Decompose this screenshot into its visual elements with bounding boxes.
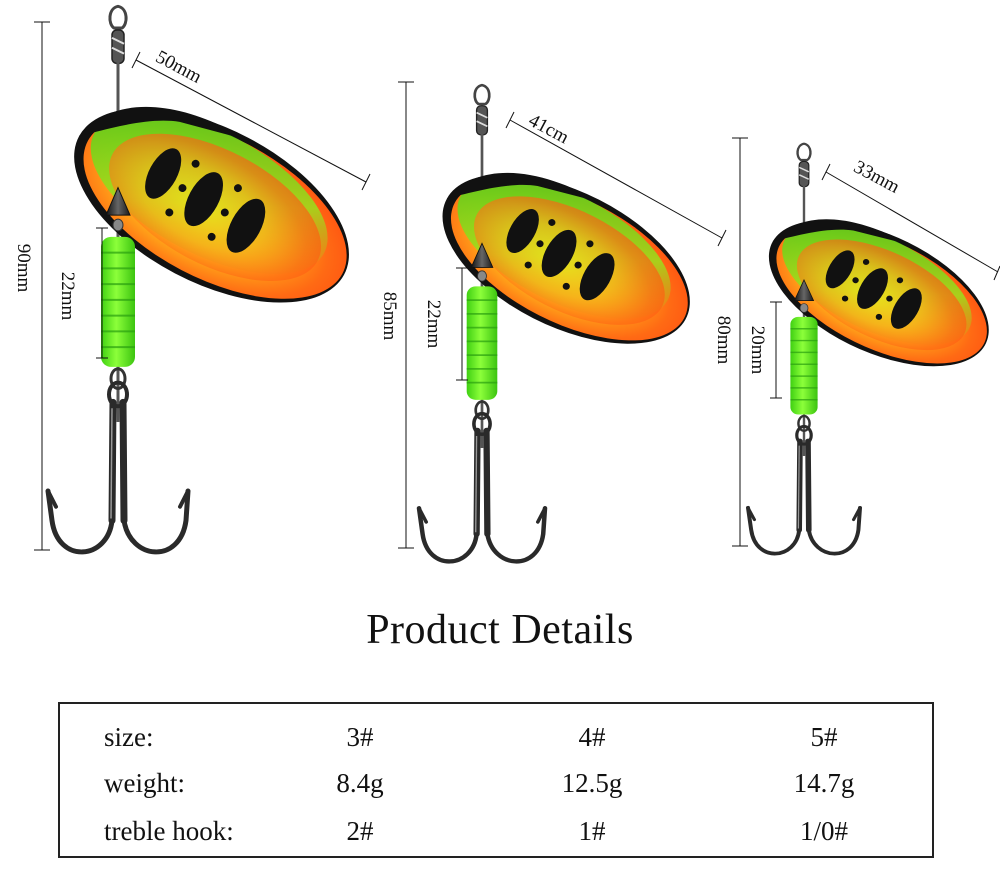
lure-scene: 90mm 50mm 22mm 85mm 41cm 22mm 80mm: [13, 0, 1000, 600]
spec-row-size: size: 3# 4# 5#: [60, 722, 932, 762]
spec-value: 3#: [346, 722, 374, 752]
spec-label: size:: [104, 722, 154, 752]
spec-value: 1#: [578, 816, 606, 846]
spec-value: 5#: [810, 722, 838, 752]
lure-2: 85mm 41cm 22mm: [379, 81, 727, 561]
lure-3-bead-label: 20mm: [747, 326, 768, 375]
spec-value: 8.4g: [336, 768, 384, 798]
lure-1-blade-label: 50mm: [152, 46, 205, 87]
spec-row-weight: weight: 8.4g 12.5g 14.7g: [60, 768, 932, 808]
page-title: Product Details: [366, 607, 634, 653]
spec-table: size: 3# 4# 5# weight: 8.4g 12.5g 14.7g …: [58, 702, 934, 858]
lure-1-bead-label: 22mm: [57, 272, 78, 321]
lure-3: 80mm 33mm 20mm: [713, 137, 1000, 554]
spec-label: weight:: [104, 768, 185, 798]
lure-3-length-label: 80mm: [713, 316, 734, 365]
spec-label: treble hook:: [104, 816, 234, 846]
spec-row-treble-hook: treble hook: 2# 1# 1/0#: [60, 816, 932, 856]
lure-1: 90mm 50mm 22mm: [13, 6, 381, 552]
lure-2-length-label: 85mm: [379, 292, 400, 341]
spec-value: 1/0#: [799, 816, 849, 846]
lure-2-blade-label: 41cm: [525, 110, 572, 148]
lure-2-bead-label: 22mm: [423, 300, 444, 349]
spec-value: 14.7g: [793, 768, 855, 798]
spec-value: 2#: [346, 816, 374, 846]
spec-value: 4#: [578, 722, 606, 752]
spec-value: 12.5g: [561, 768, 623, 798]
lure-1-length-label: 90mm: [13, 244, 34, 293]
lure-3-blade-label: 33mm: [850, 156, 903, 197]
